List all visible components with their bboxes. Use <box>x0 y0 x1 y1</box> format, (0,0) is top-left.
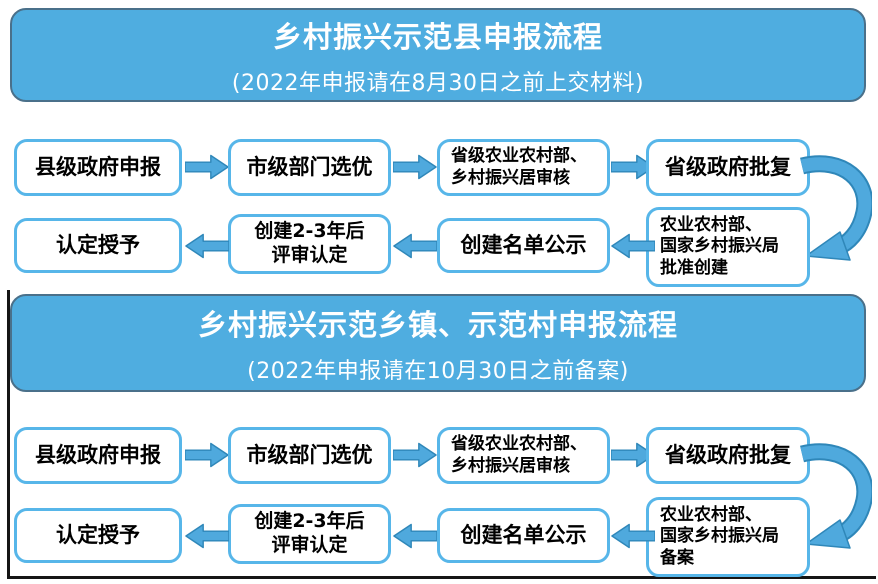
flow-node-line: 创建名单公示 <box>460 523 587 548</box>
arrow-right-icon <box>184 440 229 470</box>
arrow-right-icon <box>184 152 229 182</box>
flow-node-line: 省级政府批复 <box>665 155 791 180</box>
flow-node-grant-title: 认定授予 <box>14 508 182 563</box>
arrow-left-icon <box>185 521 230 551</box>
flow-node-province-review: 省级农业农村部、 乡村振兴居审核 <box>437 427 610 484</box>
section2-frame <box>7 290 876 579</box>
flow-node-grant-title: 认定授予 <box>14 218 182 273</box>
flow-node-line: 创建名单公示 <box>460 233 587 258</box>
flow-node-line: 创建2-3年后 <box>254 220 365 243</box>
flow-node-national-approve-create: 农业农村部、 国家乡村振兴局 批准创建 <box>646 207 810 287</box>
section2-header-band: 乡村振兴示范乡镇、示范村申报流程 (2022年申报请在10月30日之前备案) <box>10 294 866 392</box>
flow-node-line: 认定授予 <box>56 523 140 548</box>
arrow-left-icon <box>393 231 438 261</box>
flow-node-line: 农业农村部、 <box>660 215 762 236</box>
flow-node-city-select: 市级部门选优 <box>228 427 391 484</box>
flow-node-province-approve: 省级政府批复 <box>646 427 810 484</box>
flow-node-line: 创建2-3年后 <box>254 510 365 533</box>
section2-title: 乡村振兴示范乡镇、示范村申报流程 <box>197 307 678 342</box>
arrow-right-icon <box>392 440 437 470</box>
section1-subtitle: (2022年申报请在8月30日之前上交材料) <box>231 70 645 96</box>
section1-header-band: 乡村振兴示范县申报流程 (2022年申报请在8月30日之前上交材料) <box>10 8 866 102</box>
arrow-right-icon <box>610 152 655 182</box>
arrow-right-icon <box>610 440 655 470</box>
arrow-left-icon <box>611 521 656 551</box>
flow-node-list-publicity: 创建名单公示 <box>437 508 610 563</box>
arrow-left-icon <box>393 521 438 551</box>
curved-arrow-down-icon <box>798 152 874 264</box>
flow-node-line: 县级政府申报 <box>35 155 161 180</box>
section2-subtitle: (2022年申报请在10月30日之前备案) <box>247 358 629 384</box>
flow-node-line: 认定授予 <box>56 233 140 258</box>
flow-node-line: 乡村振兴居审核 <box>451 167 570 188</box>
flow-node-city-select: 市级部门选优 <box>228 139 391 196</box>
flow-node-county-apply: 县级政府申报 <box>14 427 182 484</box>
flow-node-line: 市级部门选优 <box>246 155 373 180</box>
flow-node-review-after-years: 创建2-3年后 评审认定 <box>228 214 391 274</box>
flow-node-line: 批准创建 <box>660 257 728 278</box>
flow-node-line: 乡村振兴居审核 <box>451 455 570 476</box>
flow-node-line: 省级政府批复 <box>665 443 791 468</box>
arrow-left-icon <box>185 231 230 261</box>
flow-node-review-after-years: 创建2-3年后 评审认定 <box>228 504 391 564</box>
flow-node-county-apply: 县级政府申报 <box>14 139 182 196</box>
flow-node-line: 备案 <box>660 547 694 568</box>
flow-node-line: 评审认定 <box>271 534 348 556</box>
arrow-right-icon <box>392 152 437 182</box>
flow-node-line: 市级部门选优 <box>246 443 373 468</box>
curved-arrow-down-icon <box>798 440 874 552</box>
flow-node-province-review: 省级农业农村部、 乡村振兴居审核 <box>437 139 610 196</box>
flow-node-national-record: 农业农村部、 国家乡村振兴局 备案 <box>646 497 810 577</box>
flow-node-line: 国家乡村振兴局 <box>660 526 779 547</box>
flow-node-line: 省级农业农村部、 <box>451 434 587 455</box>
flow-node-line: 县级政府申报 <box>35 443 161 468</box>
flow-node-line: 省级农业农村部、 <box>451 146 587 167</box>
flow-node-line: 评审认定 <box>271 244 348 266</box>
flow-node-province-approve: 省级政府批复 <box>646 139 810 196</box>
flow-node-line: 农业农村部、 <box>660 505 762 526</box>
flow-node-list-publicity: 创建名单公示 <box>437 218 610 273</box>
arrow-left-icon <box>611 231 656 261</box>
section1-title: 乡村振兴示范县申报流程 <box>272 19 603 54</box>
flow-node-line: 国家乡村振兴局 <box>660 236 779 257</box>
